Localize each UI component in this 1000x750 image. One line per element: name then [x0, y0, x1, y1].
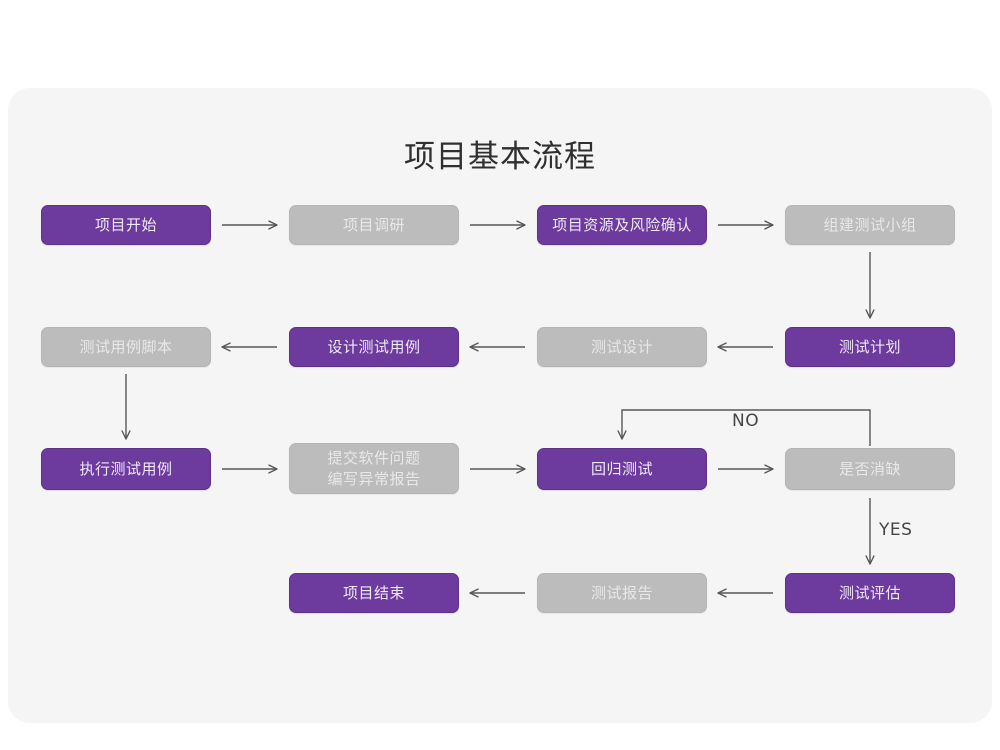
node-test-plan[interactable]: 测试计划 — [785, 327, 955, 367]
node-test-report[interactable]: 测试报告 — [537, 573, 707, 613]
node-test-case-script[interactable]: 测试用例脚本 — [41, 327, 211, 367]
node-resource-risk-confirm[interactable]: 项目资源及风险确认 — [537, 205, 707, 245]
edge-label-no: NO — [732, 411, 760, 431]
node-form-test-team[interactable]: 组建测试小组 — [785, 205, 955, 245]
node-test-evaluation[interactable]: 测试评估 — [785, 573, 955, 613]
node-project-research[interactable]: 项目调研 — [289, 205, 459, 245]
edge-label-yes: YES — [879, 520, 913, 540]
node-test-design[interactable]: 测试设计 — [537, 327, 707, 367]
node-submit-defect-report[interactable]: 提交软件问题 编写异常报告 — [289, 443, 459, 494]
node-defect-cleared[interactable]: 是否消缺 — [785, 448, 955, 490]
node-project-end[interactable]: 项目结束 — [289, 573, 459, 613]
flowchart-card — [8, 88, 992, 723]
node-project-start[interactable]: 项目开始 — [41, 205, 211, 245]
node-execute-test-case[interactable]: 执行测试用例 — [41, 448, 211, 490]
page-title: 项目基本流程 — [404, 139, 596, 175]
node-design-test-case[interactable]: 设计测试用例 — [289, 327, 459, 367]
node-regression-test[interactable]: 回归测试 — [537, 448, 707, 490]
